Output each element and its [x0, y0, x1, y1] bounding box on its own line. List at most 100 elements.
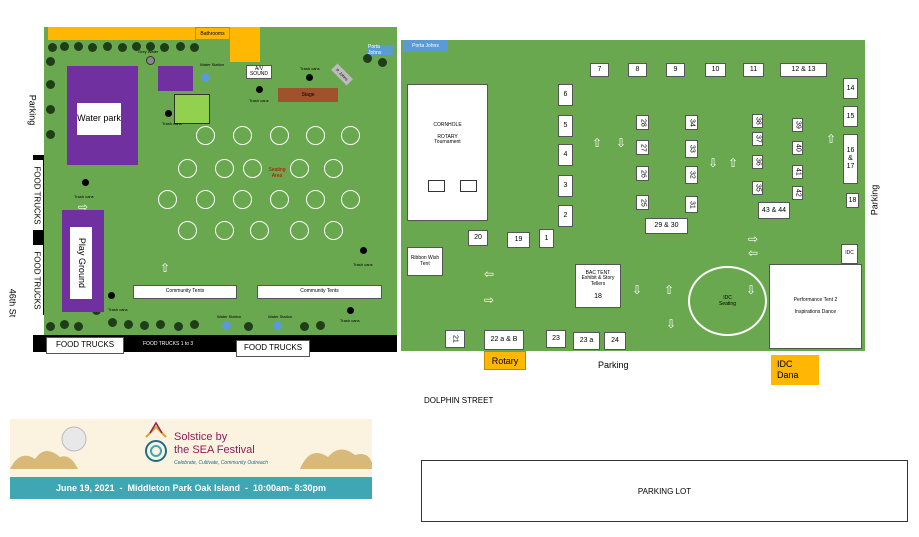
- seating-circle: [158, 190, 177, 209]
- tree: [244, 322, 253, 331]
- performance-tent-label: Performance Tent 2: [793, 297, 838, 303]
- water-park-label: Water park: [77, 103, 121, 135]
- booth-29-30: 29 & 30: [645, 218, 688, 234]
- trash-can-icon: [347, 307, 354, 314]
- tree: [46, 57, 55, 66]
- seating-circle: [178, 221, 197, 240]
- booth-20: 20: [468, 230, 488, 246]
- trash-can-icon: [360, 247, 367, 254]
- food-trucks-bottom-2: FOOD TRUCKS: [236, 340, 310, 357]
- booth-10: 10: [705, 63, 726, 77]
- porta-johns-left: Porta Johns: [368, 44, 394, 56]
- street-46-label: 46th St: [7, 288, 18, 318]
- parking-left-label: Parking: [27, 94, 38, 126]
- booth-31: 31: [685, 196, 698, 213]
- booth-37: 37: [752, 132, 763, 146]
- cornhole-board: [428, 180, 445, 192]
- arrow-up-icon: ⇧: [728, 156, 739, 170]
- booth-21: 21: [445, 330, 465, 348]
- inspirations-label: Inspirations Dance: [794, 308, 837, 315]
- trash-can-label: Trash cans: [340, 318, 360, 323]
- trash-can-icon: [165, 110, 172, 117]
- banner-date-line: June 19, 2021 - Middleton Park Oak Islan…: [55, 483, 327, 493]
- tree: [88, 43, 97, 52]
- seating-circle: [243, 159, 262, 178]
- seating-circle: [196, 190, 215, 209]
- seating-circle: [233, 190, 252, 209]
- idc-small: IDC: [841, 244, 858, 264]
- play-ground-label: Play Ground: [76, 237, 87, 289]
- booth-12-13: 12 & 13: [780, 63, 827, 77]
- booth-5: 5: [558, 115, 573, 137]
- booth-1: 1: [539, 229, 554, 248]
- left-street-bar-left: [33, 155, 44, 315]
- booth-9: 9: [666, 63, 685, 77]
- trash-can-label: Trash cans: [249, 98, 269, 103]
- porta-johns-right: Porta Johns: [403, 40, 448, 52]
- trash-can-icon: [306, 74, 313, 81]
- rotary: Rotary: [484, 351, 526, 370]
- porta-johns-left-label: Porta Johns: [368, 44, 382, 56]
- trash-can-icon: [256, 86, 263, 93]
- booth-32: 32: [685, 166, 698, 184]
- light-green-square: [174, 94, 210, 124]
- tree: [174, 322, 183, 331]
- arrow-up-icon: ⇧: [592, 136, 603, 150]
- booth-41: 41: [792, 165, 803, 179]
- bathrooms-label: Bathrooms: [200, 30, 225, 37]
- grey-water-tank: [146, 56, 155, 65]
- tree: [103, 42, 112, 51]
- performance-tent: Performance Tent 2 Inspirations Dance: [769, 264, 862, 349]
- booth-40: 40: [792, 141, 803, 155]
- tree: [300, 322, 309, 331]
- trash-can-label: Trash cans: [300, 66, 320, 71]
- tree: [190, 320, 199, 329]
- seating-circle: [324, 159, 343, 178]
- booth-22: 22 a & B: [484, 330, 524, 350]
- parking-right-label: Parking: [869, 184, 880, 216]
- dolphin-street-label: DOLPHIN STREET: [424, 396, 494, 405]
- tree: [46, 130, 55, 139]
- arrow-up-icon: ⇧: [664, 283, 675, 297]
- community-tents-2: Community Tents: [257, 285, 382, 299]
- tree: [46, 322, 55, 331]
- seating-circle: [341, 126, 360, 145]
- seating-circle: [324, 221, 343, 240]
- idc-seating: IDC Seating: [688, 266, 767, 336]
- arrow-down-icon: ⇩: [746, 283, 757, 297]
- water-station-label-2: Water Station: [217, 314, 242, 319]
- arrow-down-icon: ⇩: [616, 136, 627, 150]
- trash-can-label: Trash cans: [353, 262, 373, 267]
- cornhole-area: CORNHOLE ROTARY Tournament: [407, 84, 488, 221]
- food-trucks-left-2: FOOD TRUCKS: [30, 245, 43, 315]
- festival-banner: Solstice by the SEA Festival Celebrate, …: [10, 419, 372, 501]
- booth-39: 39: [792, 118, 803, 132]
- tree: [108, 318, 117, 327]
- tree: [132, 42, 141, 51]
- banner-title-2: the SEA Festival: [174, 444, 255, 456]
- water-station-icon-3: [273, 321, 282, 330]
- tree: [363, 54, 372, 63]
- seating-circle: [290, 221, 309, 240]
- booth-25: 25: [636, 195, 649, 210]
- stage: Stage: [278, 88, 338, 102]
- booth-2: 2: [558, 205, 573, 227]
- cornhole-title: CORNHOLE: [433, 122, 462, 128]
- arrow-down-icon: ⇩: [666, 317, 677, 331]
- seating-area-label: Seating Area: [268, 167, 286, 179]
- play-ground-label-box: Play Ground: [70, 227, 92, 299]
- water-station-label-1: Water Station: [200, 62, 225, 67]
- parking-lot: PARKING LOT: [421, 460, 908, 522]
- seating-circle: [233, 126, 252, 145]
- grey-water-label: Grey Water: [138, 49, 159, 54]
- tree: [118, 43, 127, 52]
- seating-circle: [196, 126, 215, 145]
- cloud-right-icon: [300, 449, 372, 469]
- booth-24: 24: [604, 332, 626, 350]
- seating-circle: [250, 221, 269, 240]
- booth-42: 42: [792, 186, 803, 200]
- food-trucks-left-1: FOOD TRUCKS: [30, 160, 43, 230]
- booth-16-17: 16 & 17: [843, 134, 858, 184]
- tree: [378, 58, 387, 67]
- cornhole-sub: ROTARY Tournament: [434, 133, 461, 145]
